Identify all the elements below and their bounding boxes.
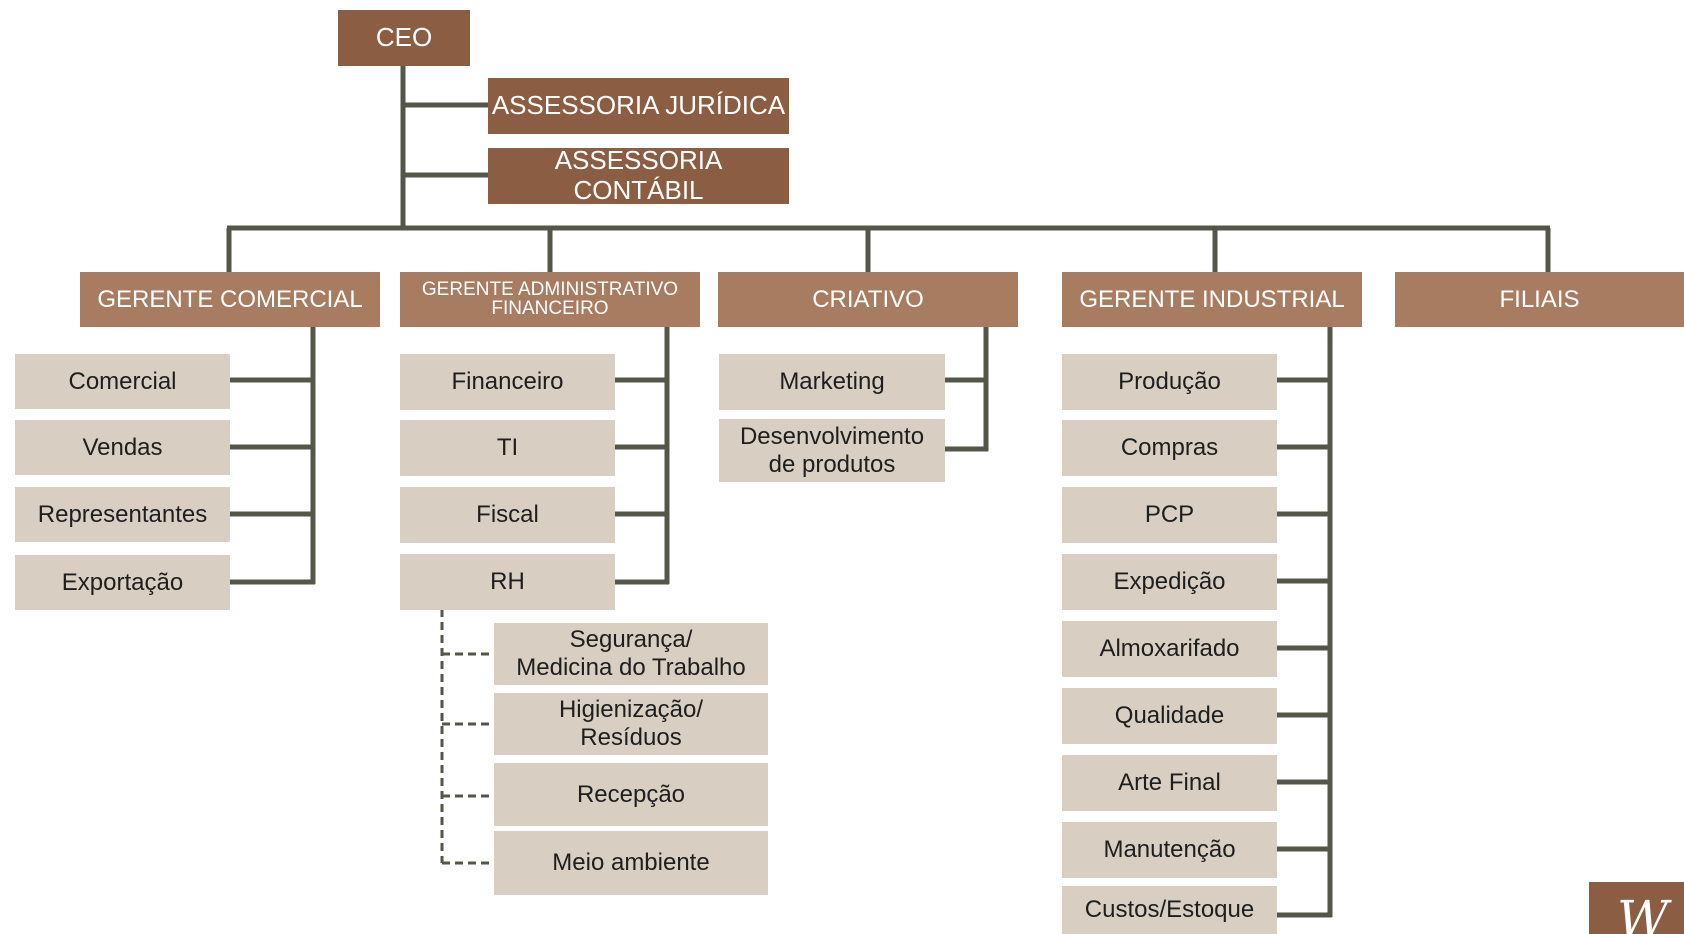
dept-box-rh: RH xyxy=(400,554,615,610)
dept-box-compras: Compras xyxy=(1062,420,1277,476)
dept-box-marketing: Marketing xyxy=(719,354,945,410)
dept-box-manutencao: Manutenção xyxy=(1062,822,1277,878)
ceo-box: CEO xyxy=(338,10,470,66)
manager-box-comercial: GERENTE COMERCIAL xyxy=(80,272,380,327)
rh-box-recepcao: Recepção xyxy=(494,763,768,826)
dept-box-desenvolvimento: Desenvolvimento de produtos xyxy=(719,419,945,482)
dept-box-expedicao: Expedição xyxy=(1062,554,1277,610)
manager-box-industrial: GERENTE INDUSTRIAL xyxy=(1062,272,1362,327)
dept-box-pcp: PCP xyxy=(1062,487,1277,543)
brand-logo: W xyxy=(1589,882,1684,934)
dept-box-ti: TI xyxy=(400,420,615,476)
dept-box-almoxarifado: Almoxarifado xyxy=(1062,621,1277,677)
dept-box-qualidade: Qualidade xyxy=(1062,688,1277,744)
dept-box-fiscal: Fiscal xyxy=(400,487,615,543)
dept-box-exportacao: Exportação xyxy=(15,555,230,610)
dept-box-arte-final: Arte Final xyxy=(1062,755,1277,811)
manager-box-administrativo: GERENTE ADMINISTRATIVO FINANCEIRO xyxy=(400,272,700,327)
rh-box-meio-ambiente: Meio ambiente xyxy=(494,831,768,895)
dept-box-vendas: Vendas xyxy=(15,420,230,475)
dept-box-producao: Produção xyxy=(1062,354,1277,410)
rh-box-seguranca: Segurança/ Medicina do Trabalho xyxy=(494,623,768,685)
manager-box-filiais: FILIAIS xyxy=(1395,272,1684,327)
dept-box-financeiro: Financeiro xyxy=(400,354,615,410)
dept-box-representantes: Representantes xyxy=(15,487,230,542)
advisory-box-legal: ASSESSORIA JURÍDICA xyxy=(488,78,789,134)
dept-box-custos-estoque: Custos/Estoque xyxy=(1062,886,1277,934)
advisory-box-accounting: ASSESSORIA CONTÁBIL xyxy=(488,145,789,205)
manager-box-criativo: CRIATIVO xyxy=(718,272,1018,327)
rh-box-higienizacao: Higienização/ Resíduos xyxy=(494,693,768,755)
dept-box-comercial: Comercial xyxy=(15,354,230,409)
